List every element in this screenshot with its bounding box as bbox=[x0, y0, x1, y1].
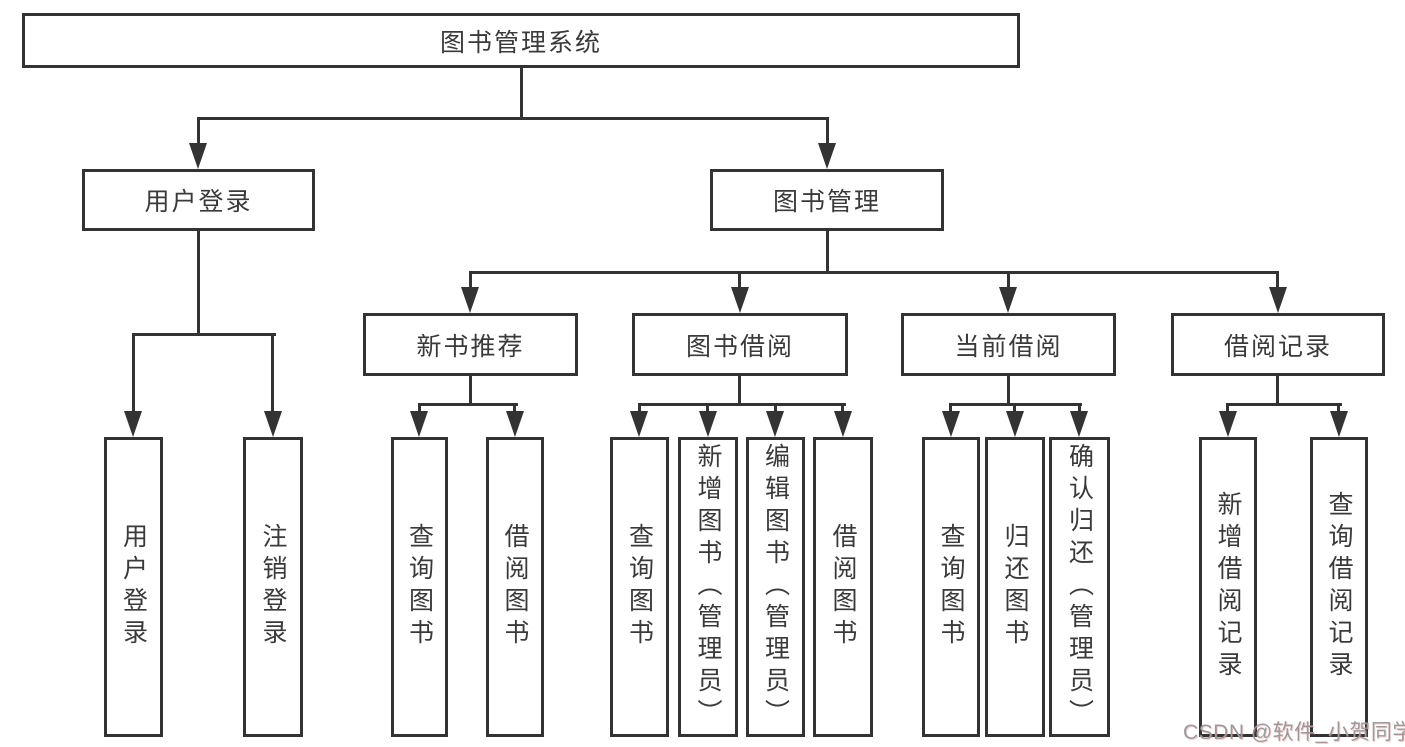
node-root-label: 图书管理系统 bbox=[439, 28, 602, 57]
leaf-nb-borrow-label: 借阅图书 bbox=[501, 523, 529, 651]
leaf-bw-borrow-label: 借阅图书 bbox=[829, 523, 857, 651]
leaf-cur-return: 归还图书 bbox=[985, 437, 1045, 737]
connector-user-login-crossbar bbox=[132, 333, 276, 336]
node-book-mgmt-label: 图书管理 bbox=[772, 188, 881, 216]
connector-current-borrow-stem bbox=[1007, 374, 1010, 406]
arrowhead-leaf-rec-query bbox=[1330, 411, 1348, 437]
leaf-bw-add-label: 新增图书（管理员） bbox=[694, 443, 722, 731]
connector-root-to-book-mgmt bbox=[826, 117, 829, 145]
arrowhead-leaf-bw-borrow bbox=[834, 411, 852, 437]
leaf-logout-label: 注销登录 bbox=[259, 523, 287, 651]
connector-to-leaf-user-login bbox=[132, 333, 135, 413]
arrowhead-leaf-user-login bbox=[124, 411, 142, 437]
arrowhead-book-mgmt bbox=[818, 143, 836, 169]
connector-book-borrow-stem bbox=[738, 374, 741, 406]
leaf-nb-borrow: 借阅图书 bbox=[486, 437, 544, 737]
connector-book-mgmt-stem bbox=[826, 229, 829, 274]
connector-book-borrow-crossbar bbox=[638, 403, 846, 406]
node-borrow-records-label: 借阅记录 bbox=[1223, 332, 1332, 361]
leaf-bw-query-label: 查询图书 bbox=[625, 523, 654, 651]
connector-to-leaf-cur-return bbox=[1013, 403, 1016, 413]
node-current-borrow-label: 当前借阅 bbox=[954, 332, 1063, 361]
leaf-user-login: 用户登录 bbox=[104, 437, 163, 737]
connector-root-to-user-login bbox=[197, 117, 200, 145]
leaf-logout: 注销登录 bbox=[243, 437, 303, 737]
connector-root-crossbar bbox=[197, 117, 829, 120]
leaf-cur-return-label: 归还图书 bbox=[1001, 523, 1029, 651]
csdn-watermark: CSDN @软件_小贺同学 bbox=[1183, 721, 1405, 744]
connector-to-leaf-cur-confirm bbox=[1078, 403, 1081, 413]
node-current-borrow: 当前借阅 bbox=[901, 313, 1116, 376]
connector-book-mgmt-crossbar bbox=[469, 271, 1279, 274]
arrowhead-leaf-logout bbox=[264, 411, 282, 437]
connector-to-leaf-bw-add bbox=[706, 403, 709, 413]
node-new-book-rec: 新书推荐 bbox=[363, 313, 578, 376]
arrowhead-book-borrow bbox=[731, 287, 749, 313]
node-book-borrow: 图书借阅 bbox=[632, 313, 848, 376]
connector-to-leaf-rec-query bbox=[1337, 403, 1340, 413]
connector-user-login-stem bbox=[197, 229, 200, 336]
arrowhead-leaf-bw-add bbox=[699, 411, 717, 437]
leaf-cur-confirm-label: 确认归还（管理员） bbox=[1065, 443, 1094, 731]
connector-to-leaf-nb-borrow bbox=[513, 403, 516, 413]
connector-borrow-records-stem bbox=[1276, 374, 1279, 406]
arrowhead-leaf-cur-return bbox=[1006, 411, 1024, 437]
leaf-rec-query: 查询借阅记录 bbox=[1310, 437, 1368, 737]
connector-to-leaf-rec-add bbox=[1226, 403, 1229, 413]
connector-new-book-rec-stem bbox=[469, 374, 472, 406]
arrowhead-user-login bbox=[189, 143, 207, 169]
arrowhead-leaf-nb-query bbox=[410, 411, 428, 437]
node-book-borrow-label: 图书借阅 bbox=[685, 332, 794, 361]
connector-to-leaf-nb-query bbox=[418, 403, 421, 413]
connector-to-book-borrow bbox=[738, 271, 741, 290]
arrowhead-new-book-rec bbox=[461, 287, 479, 313]
leaf-rec-add-label: 新增借阅记录 bbox=[1214, 491, 1242, 683]
connector-to-new-book-rec bbox=[469, 271, 472, 290]
connector-new-book-rec-crossbar bbox=[418, 403, 518, 406]
leaf-nb-query-label: 查询图书 bbox=[405, 523, 434, 651]
leaf-rec-add: 新增借阅记录 bbox=[1199, 437, 1257, 737]
leaf-rec-query-label: 查询借阅记录 bbox=[1325, 491, 1353, 683]
leaf-cur-confirm: 确认归还（管理员） bbox=[1049, 437, 1110, 737]
leaf-bw-edit-label: 编辑图书（管理员） bbox=[761, 443, 790, 731]
connector-borrow-records-crossbar bbox=[1226, 403, 1342, 406]
connector-to-leaf-bw-borrow bbox=[841, 403, 844, 413]
connector-to-borrow-records bbox=[1276, 271, 1279, 290]
arrowhead-leaf-bw-query bbox=[630, 411, 648, 437]
arrowhead-leaf-cur-confirm bbox=[1070, 411, 1088, 437]
node-book-mgmt: 图书管理 bbox=[710, 169, 944, 231]
connector-to-leaf-bw-query bbox=[638, 403, 641, 413]
node-new-book-rec-label: 新书推荐 bbox=[416, 332, 525, 361]
connector-to-current-borrow bbox=[1007, 271, 1010, 290]
node-root: 图书管理系统 bbox=[22, 13, 1020, 68]
leaf-cur-query-label: 查询图书 bbox=[937, 523, 965, 651]
connector-root-stem bbox=[520, 66, 523, 120]
arrowhead-borrow-records bbox=[1269, 287, 1287, 313]
arrowhead-leaf-cur-query bbox=[942, 411, 960, 437]
arrowhead-leaf-bw-edit bbox=[766, 411, 784, 437]
leaf-bw-query: 查询图书 bbox=[610, 437, 669, 737]
leaf-user-login-label: 用户登录 bbox=[119, 523, 148, 651]
leaf-bw-edit: 编辑图书（管理员） bbox=[746, 437, 805, 737]
leaf-bw-add: 新增图书（管理员） bbox=[678, 437, 738, 737]
node-borrow-records: 借阅记录 bbox=[1171, 313, 1385, 376]
leaf-nb-query: 查询图书 bbox=[391, 437, 448, 737]
node-user-login: 用户登录 bbox=[82, 169, 315, 231]
arrowhead-leaf-nb-borrow bbox=[506, 411, 524, 437]
node-user-login-label: 用户登录 bbox=[144, 188, 253, 216]
leaf-cur-query: 查询图书 bbox=[922, 437, 980, 737]
connector-to-leaf-bw-edit bbox=[774, 403, 777, 413]
arrowhead-current-borrow bbox=[999, 287, 1017, 313]
leaf-bw-borrow: 借阅图书 bbox=[813, 437, 873, 737]
connector-to-leaf-logout bbox=[271, 333, 274, 413]
connector-to-leaf-cur-query bbox=[949, 403, 952, 413]
arrowhead-leaf-rec-add bbox=[1219, 411, 1237, 437]
